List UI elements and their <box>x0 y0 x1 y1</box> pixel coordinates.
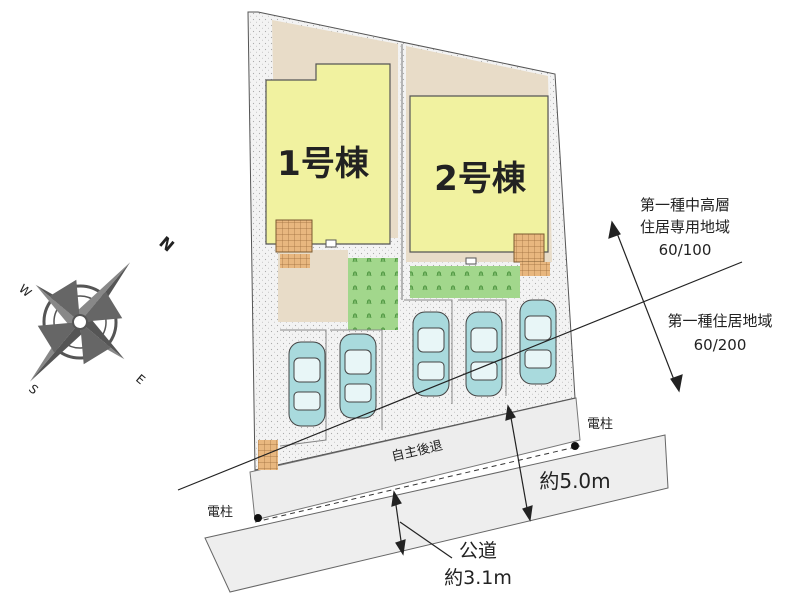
compass-s: S <box>26 382 41 398</box>
car-1 <box>288 341 326 427</box>
building-1-label: 1号棟 <box>277 144 370 184</box>
garden-1 <box>348 258 398 330</box>
building-1-entrance-tiles <box>275 219 313 253</box>
lot1-step-tiles <box>280 254 310 268</box>
equipment-1 <box>325 239 337 248</box>
setback-dashed-line <box>254 445 581 523</box>
building-2 <box>409 95 549 253</box>
equipment-2 <box>465 257 477 265</box>
lot2-step-tiles <box>520 262 550 276</box>
road-width: 約3.1m <box>444 567 512 589</box>
frontage-dimension <box>505 404 533 522</box>
utility-pole-2-label: 電柱 <box>587 417 613 432</box>
parking-bay-4 <box>458 299 507 396</box>
utility-pole-1-icon <box>254 514 262 522</box>
car-4 <box>465 311 503 397</box>
utility-pole-1-label: 電柱 <box>207 505 233 520</box>
zone-1-ratio: 60/100 <box>659 241 712 259</box>
utility-pole-2-icon <box>571 442 579 450</box>
zone-boundary-line <box>177 261 743 491</box>
parking-bay-2 <box>330 329 383 430</box>
building-1 <box>265 63 391 245</box>
compass-rose-icon <box>29 262 131 382</box>
zone-arrow <box>608 220 683 393</box>
compass-w: W <box>16 282 34 300</box>
parking-bay-1 <box>279 329 327 447</box>
road-name: 公道 <box>459 540 497 562</box>
frontage-width-label: 約5.0m <box>539 469 610 493</box>
car-5 <box>519 299 557 385</box>
compass-e: E <box>133 372 148 388</box>
road-dimension <box>391 490 453 559</box>
compass-n: N <box>155 233 177 256</box>
zone-2-name: 第一種住居地域 <box>667 312 772 330</box>
public-road <box>204 434 669 593</box>
building-2-entrance-tiles <box>513 233 545 263</box>
corner-tiles <box>258 440 278 470</box>
car-3 <box>412 311 450 397</box>
zone-1-name: 第一種中高層 <box>640 196 730 214</box>
zone-2-ratio: 60/200 <box>694 336 747 354</box>
building-2-label: 2号棟 <box>434 159 527 199</box>
cars <box>288 299 557 427</box>
car-2 <box>339 333 377 419</box>
garden-2 <box>410 266 520 298</box>
parking-bay-3 <box>404 299 453 404</box>
zone-1-sub: 住居専用地域 <box>640 218 730 236</box>
